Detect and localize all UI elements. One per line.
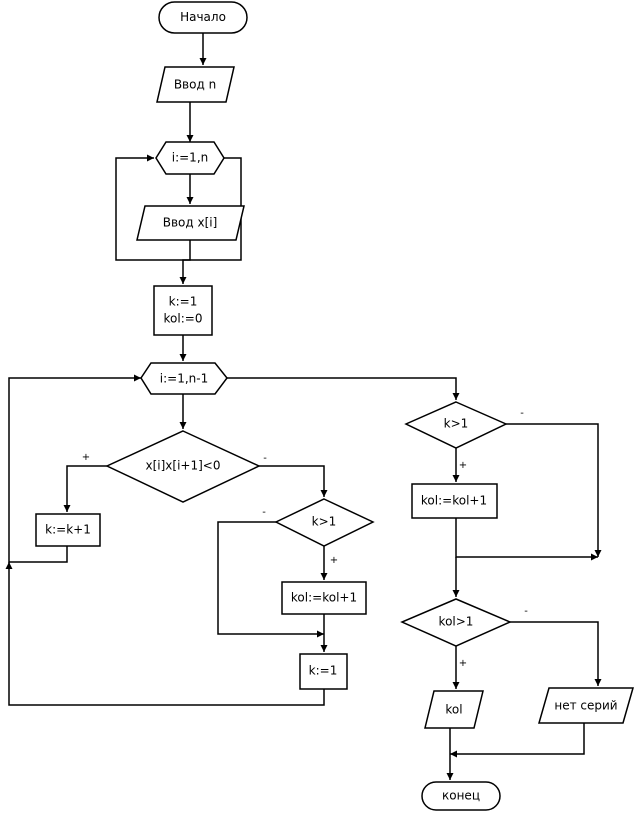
sign-k-inner-no: - — [262, 507, 266, 518]
node-cond-prod: x[i]x[i+1]<0 — [105, 430, 261, 503]
sign-kol-no: - — [524, 606, 528, 617]
node-cond-kol: kol>1 — [400, 598, 512, 647]
edge-k-outer-merge — [455, 518, 598, 561]
node-loop1-label: i:=1,n — [172, 151, 209, 165]
node-inc-k: k:=k+1 — [35, 513, 101, 547]
node-start: Начало — [158, 1, 248, 34]
node-out-kol: kol — [424, 690, 484, 729]
node-inc-kol-inner-label: kol:=kol+1 — [291, 591, 357, 605]
node-inc-kol-outer: kol:=kol+1 — [411, 483, 498, 519]
node-input-x: Ввод x[i] — [136, 205, 245, 241]
edge-reset-k-loop-back — [5, 562, 325, 706]
node-loop2: i:=1,n-1 — [140, 362, 228, 395]
sign-prod-yes: + — [82, 452, 90, 463]
node-out-none: нет серий — [538, 687, 634, 724]
edge-kol-no — [510, 621, 602, 686]
sign-k-inner-yes: + — [330, 555, 338, 566]
node-loop2-label: i:=1,n-1 — [160, 372, 208, 386]
node-init: k:=1 kol:=0 — [153, 285, 213, 336]
edge-k-outer-no — [506, 423, 602, 557]
node-end-label: конец — [442, 789, 480, 803]
edge-loop2-exit — [227, 377, 460, 400]
node-cond-k-inner-label: k>1 — [312, 515, 337, 529]
edge-cond-prod-no — [259, 465, 328, 497]
sign-prod-no: - — [263, 453, 267, 464]
node-reset-k: k:=1 — [299, 653, 348, 690]
node-loop1: i:=1,n — [155, 141, 225, 175]
edge-input-x-loop-back — [115, 154, 191, 261]
node-cond-k-inner: k>1 — [274, 498, 375, 547]
sign-k-outer-no: - — [520, 408, 524, 419]
node-reset-k-label: k:=1 — [309, 664, 338, 678]
node-input-n: Ввод n — [156, 66, 235, 103]
edge-out-none-to-end — [450, 723, 585, 758]
node-inc-k-label: k:=k+1 — [45, 523, 91, 537]
node-end: конец — [421, 781, 501, 811]
sign-k-outer-yes: + — [459, 460, 467, 471]
node-cond-k-outer-label: k>1 — [444, 417, 469, 431]
node-init-kol-label: kol:=0 — [164, 312, 203, 326]
node-cond-k-outer: k>1 — [404, 401, 508, 449]
edge-loop1-exit — [179, 157, 242, 284]
edge-cond-prod-yes — [63, 465, 107, 512]
node-cond-prod-label: x[i]x[i+1]<0 — [146, 459, 221, 473]
edge-k-inner-no — [217, 521, 324, 638]
sign-kol-yes: + — [459, 658, 467, 669]
node-start-label: Начало — [180, 10, 226, 24]
node-inc-kol-outer-label: kol:=kol+1 — [421, 494, 487, 508]
node-input-n-label: Ввод n — [174, 78, 216, 92]
node-cond-kol-label: kol>1 — [439, 615, 474, 629]
node-init-k-label: k:=1 — [169, 295, 198, 309]
node-inc-kol-inner: kol:=kol+1 — [281, 581, 367, 615]
connectors — [5, 33, 602, 780]
node-input-x-label: Ввод x[i] — [163, 216, 218, 230]
node-out-kol-label: kol — [445, 703, 462, 717]
node-out-none-label: нет серий — [554, 699, 617, 713]
